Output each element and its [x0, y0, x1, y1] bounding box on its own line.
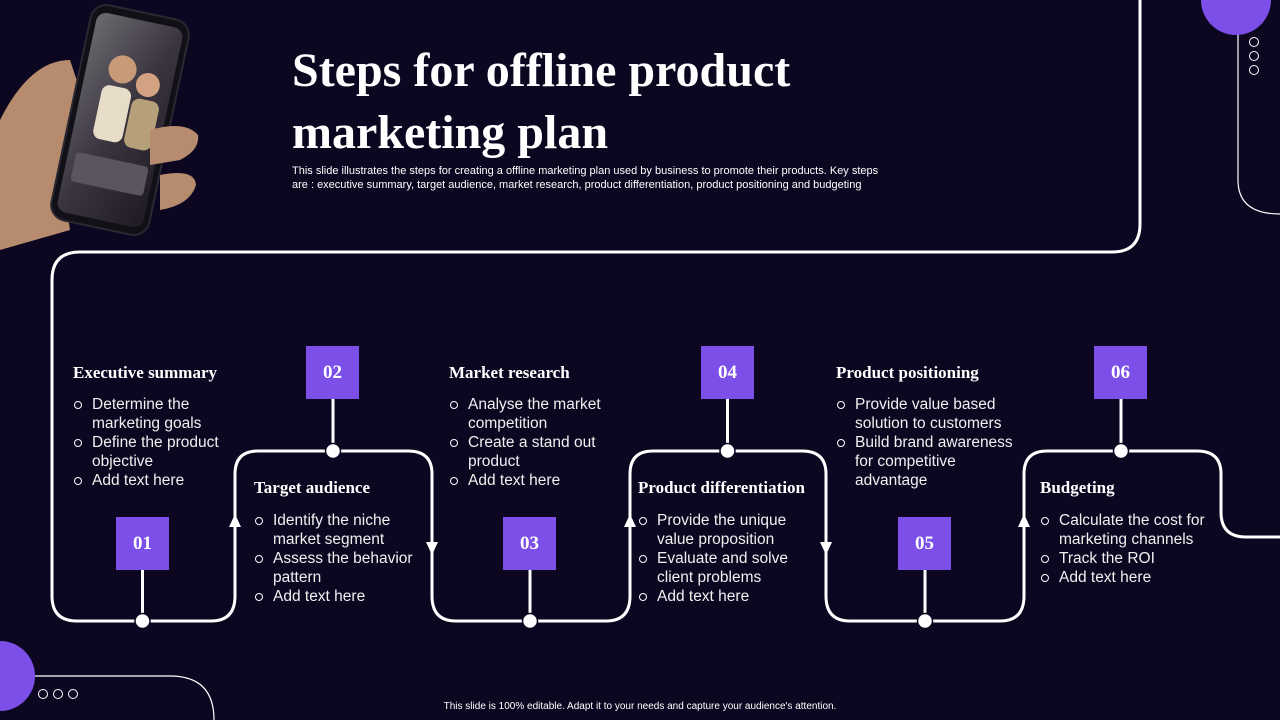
slide-title: Steps for offline product marketing plan	[292, 44, 791, 159]
step-bullet: Build brand awareness for competitive ad…	[836, 433, 1018, 490]
step-bullet: Add text here	[1040, 568, 1212, 587]
step-title: Executive summary	[73, 363, 218, 382]
slide-subtitle: This slide illustrates the steps for cre…	[292, 165, 879, 191]
phone-photo-icon	[0, 3, 199, 250]
step-bullet: Provide the unique value proposition	[638, 511, 823, 549]
step-number-04: 04	[701, 346, 754, 399]
step-market-research: Market research Analyse the market compe…	[449, 363, 619, 490]
circle-dots-icon	[1249, 37, 1259, 75]
slide-footer: This slide is 100% editable. Adapt it to…	[443, 701, 837, 712]
step-title: Target audience	[254, 478, 371, 497]
step-number-05: 05	[898, 517, 951, 570]
circle-dots-icon	[38, 689, 78, 699]
step-executive-summary: Executive summary Determine the marketin…	[73, 363, 253, 490]
step-bullet: Add text here	[254, 587, 426, 606]
step-bullet: Provide value based solution to customer…	[836, 395, 1018, 433]
step-bullet: Calculate the cost for marketing channel…	[1040, 511, 1212, 549]
step-number-01: 01	[116, 517, 169, 570]
step-bullet: Define the product objective	[73, 433, 253, 471]
step-number-06: 06	[1094, 346, 1147, 399]
step-title: Budgeting	[1040, 478, 1115, 497]
step-bullet: Identify the niche market segment	[254, 511, 426, 549]
step-title: Product positioning	[836, 363, 979, 382]
step-title: Product differentiation	[638, 478, 805, 497]
step-number-03: 03	[503, 517, 556, 570]
step-bullet: Assess the behavior pattern	[254, 549, 426, 587]
step-product-positioning: Product positioning Provide value based …	[836, 363, 1018, 490]
step-bullet: Add text here	[449, 471, 619, 490]
step-product-differentiation: Product differentiation Provide the uniq…	[638, 478, 823, 606]
step-bullet: Track the ROI	[1040, 549, 1212, 568]
step-number-02: 02	[306, 346, 359, 399]
step-bullet: Add text here	[638, 587, 823, 606]
step-target-audience: Target audience Identify the niche marke…	[254, 478, 426, 606]
step-bullet: Create a stand out product	[449, 433, 619, 471]
step-title: Market research	[449, 363, 570, 382]
step-bullet: Determine the marketing goals	[73, 395, 253, 433]
step-budgeting: Budgeting Calculate the cost for marketi…	[1040, 478, 1212, 587]
step-bullet: Evaluate and solve client problems	[638, 549, 823, 587]
step-bullet: Analyse the market competition	[449, 395, 619, 433]
step-bullet: Add text here	[73, 471, 253, 490]
